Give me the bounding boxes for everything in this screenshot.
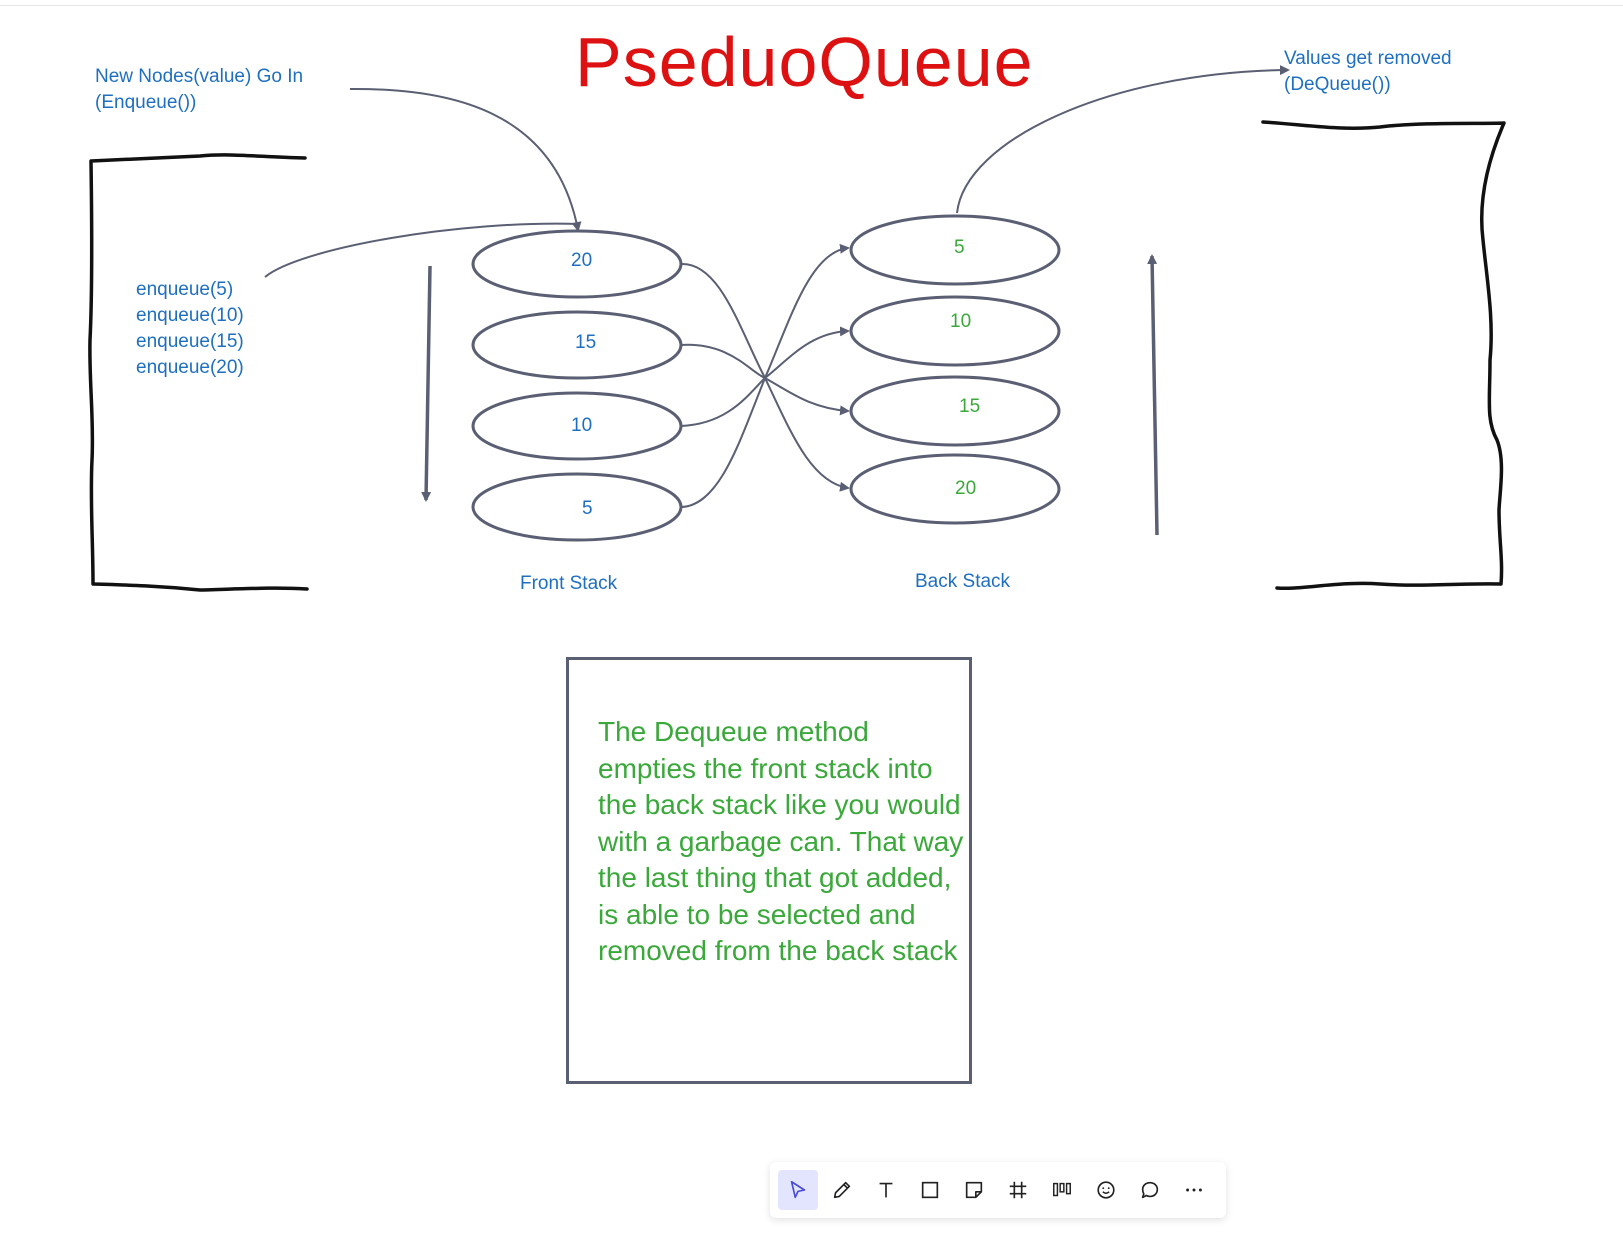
sticker-tool-button[interactable] bbox=[1086, 1170, 1126, 1210]
pencil-icon bbox=[833, 1181, 851, 1199]
top-divider bbox=[0, 5, 1623, 6]
frame-icon bbox=[1009, 1181, 1027, 1199]
more-tool-button[interactable] bbox=[1174, 1170, 1214, 1210]
back-node-shape bbox=[849, 295, 1061, 367]
enqueue-call: enqueue(20) bbox=[136, 357, 244, 378]
whiteboard-toolbar bbox=[770, 1162, 1226, 1218]
enqueue-calls[interactable]: enqueue(5) enqueue(10) enqueue(15) enque… bbox=[136, 277, 244, 381]
back-node-value[interactable]: 20 bbox=[955, 478, 977, 499]
sticker-icon bbox=[1097, 1181, 1115, 1199]
frame-tool-button[interactable] bbox=[998, 1170, 1038, 1210]
square-icon bbox=[921, 1181, 939, 1199]
left-bracket bbox=[88, 153, 309, 592]
dequeue-note-line: (DeQueue()) bbox=[1284, 74, 1391, 95]
shape-tool-button[interactable] bbox=[910, 1170, 950, 1210]
front-stack-label[interactable]: Front Stack bbox=[520, 573, 618, 594]
sticky-note-tool-button[interactable] bbox=[954, 1170, 994, 1210]
back-node-shape bbox=[849, 453, 1061, 525]
explanation-box[interactable] bbox=[566, 657, 972, 1084]
back-node-shape bbox=[849, 375, 1061, 447]
enqueue-calls-arrow bbox=[264, 222, 581, 278]
enqueue-call: enqueue(15) bbox=[136, 331, 244, 352]
front-node-value[interactable]: 15 bbox=[575, 332, 597, 353]
front-node-value[interactable]: 10 bbox=[571, 415, 593, 436]
pen-tool-button[interactable] bbox=[822, 1170, 862, 1210]
back-node-value[interactable]: 15 bbox=[959, 396, 981, 417]
front-stack-down-arrow bbox=[421, 265, 432, 502]
kanban-icon bbox=[1053, 1182, 1071, 1197]
transfer-connector bbox=[680, 243, 850, 508]
select-tool-button[interactable] bbox=[778, 1170, 818, 1210]
comment-tool-button[interactable] bbox=[1130, 1170, 1170, 1210]
front-node-shape bbox=[471, 472, 683, 542]
back-node-shape bbox=[849, 214, 1061, 286]
right-bracket bbox=[1261, 120, 1506, 591]
enqueue-call: enqueue(5) bbox=[136, 279, 234, 300]
more-icon bbox=[1186, 1188, 1202, 1192]
back-stack-label[interactable]: Back Stack bbox=[915, 571, 1011, 592]
back-node-value[interactable]: 5 bbox=[954, 237, 965, 258]
back-node-value[interactable]: 10 bbox=[950, 311, 972, 332]
front-node-value[interactable]: 5 bbox=[582, 498, 593, 519]
enqueue-note-line: New Nodes(value) Go In bbox=[95, 66, 304, 87]
transfer-connector bbox=[680, 262, 850, 492]
cursor-icon bbox=[790, 1180, 806, 1199]
dequeue-arrow bbox=[956, 65, 1290, 214]
front-node-value[interactable]: 20 bbox=[571, 250, 593, 271]
text-icon bbox=[879, 1182, 893, 1198]
back-stack-up-arrow bbox=[1147, 254, 1159, 536]
explanation-text[interactable]: The Dequeue method empties the front sta… bbox=[598, 716, 964, 966]
text-tool-button[interactable] bbox=[866, 1170, 906, 1210]
enqueue-note-line: (Enqueue()) bbox=[95, 92, 197, 113]
enqueue-call: enqueue(10) bbox=[136, 305, 244, 326]
sticky-note-icon bbox=[965, 1181, 983, 1199]
enqueue-arrow bbox=[349, 87, 582, 232]
dequeue-note-line: Values get removed bbox=[1284, 48, 1452, 69]
enqueue-note[interactable]: New Nodes(value) Go In (Enqueue()) bbox=[95, 64, 303, 116]
comment-icon bbox=[1141, 1181, 1159, 1199]
diagram-title[interactable]: PseduoQueue bbox=[575, 23, 1034, 101]
dequeue-note[interactable]: Values get removed (DeQueue()) bbox=[1284, 46, 1452, 98]
template-tool-button[interactable] bbox=[1042, 1170, 1082, 1210]
